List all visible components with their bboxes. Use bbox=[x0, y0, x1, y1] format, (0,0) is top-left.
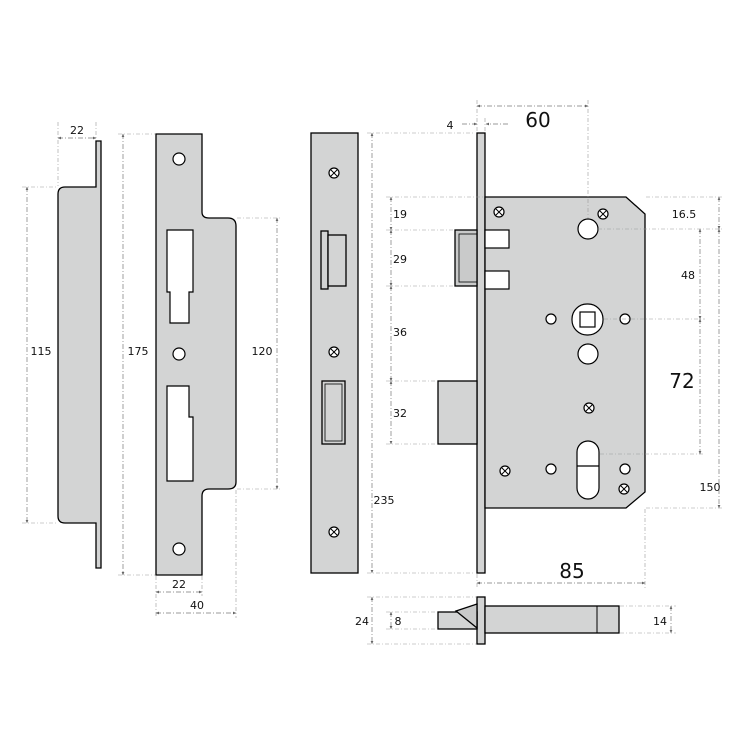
hub-guide-left bbox=[545, 313, 557, 325]
latch-window-top bbox=[484, 229, 510, 249]
case-screw-top-left bbox=[493, 206, 505, 218]
through-hole bbox=[577, 343, 599, 365]
upper-slot bbox=[166, 229, 194, 324]
strike-body bbox=[57, 140, 102, 569]
screw-hole-top bbox=[172, 152, 186, 166]
dim-label-latch-to-bolt: 36 bbox=[393, 326, 407, 339]
lock-top-view bbox=[437, 596, 620, 645]
cylinder-cutout bbox=[576, 440, 600, 500]
cylinder-guide-left bbox=[545, 463, 557, 475]
dim-label-strike-height: 115 bbox=[31, 345, 52, 358]
lock-forend-front-view bbox=[310, 132, 359, 574]
case-screw-bottom-left bbox=[499, 465, 511, 477]
dim-label-forend-height: 235 bbox=[374, 494, 395, 507]
latch-opening bbox=[327, 234, 347, 287]
latch-window-bottom bbox=[484, 270, 510, 290]
lock-case-side-view bbox=[437, 132, 646, 574]
screw-hole-middle bbox=[172, 347, 186, 361]
dimension-faceplate-height: 175 bbox=[118, 133, 155, 576]
forend-screw-top bbox=[328, 167, 340, 179]
dim-label-case-depth: 85 bbox=[559, 559, 584, 583]
faceplate-front-view bbox=[155, 133, 237, 576]
lower-slot bbox=[166, 385, 194, 482]
strike-plate-side-view bbox=[57, 140, 102, 569]
dim-label-follower-offset: 48 bbox=[681, 269, 695, 282]
dimension-case-depth: 85 bbox=[476, 509, 646, 588]
dimension-left-stack: 19 29 36 32 bbox=[386, 196, 484, 445]
dimension-forend-thickness: 4 bbox=[447, 118, 508, 132]
dimension-top-view: 24 8 14 bbox=[355, 596, 676, 645]
dim-label-faceplate-slot-span: 120 bbox=[252, 345, 273, 358]
screw-hole-bottom bbox=[172, 542, 186, 556]
lock-case bbox=[484, 196, 646, 509]
latch-bolt bbox=[454, 229, 478, 287]
top-case bbox=[484, 605, 620, 634]
dimension-faceplate-slot-span: 120 bbox=[237, 217, 282, 490]
case-screw-bottom-right bbox=[618, 483, 630, 495]
dim-label-latch-height: 29 bbox=[393, 253, 407, 266]
case-screw-top-right bbox=[597, 208, 609, 220]
dimension-strike-depth: 22 bbox=[57, 122, 97, 186]
faceplate-body bbox=[155, 133, 237, 576]
dim-label-faceplate-width: 22 bbox=[172, 578, 186, 591]
cylinder-guide-right bbox=[619, 463, 631, 475]
dim-label-case-height: 150 bbox=[700, 481, 721, 494]
dimension-right-stack: 16.5 48 72 150 bbox=[598, 196, 724, 509]
follower-screw-hole bbox=[577, 218, 599, 240]
dim-label-forend-width: 14 bbox=[653, 615, 667, 628]
case-screw-middle bbox=[583, 402, 595, 414]
dim-label-bolt-height: 32 bbox=[393, 407, 407, 420]
top-forend bbox=[476, 596, 486, 645]
dim-label-top-to-latch: 19 bbox=[393, 208, 407, 221]
forend-side bbox=[476, 132, 486, 574]
top-latch-bevel bbox=[454, 603, 478, 630]
dim-label-strike-depth: 22 bbox=[70, 124, 84, 137]
dimension-strike-height: 115 bbox=[22, 186, 57, 524]
dimension-faceplate-width: 22 40 bbox=[155, 490, 237, 618]
dim-label-backset: 60 bbox=[525, 108, 550, 132]
spindle-square bbox=[579, 311, 596, 328]
bolt-opening bbox=[321, 380, 346, 445]
dim-label-faceplate-height: 175 bbox=[128, 345, 149, 358]
dim-label-top-corner: 16.5 bbox=[672, 208, 697, 221]
dimension-forend-height: 235 bbox=[367, 132, 474, 574]
forend-screw-bottom bbox=[328, 526, 340, 538]
dim-label-bolt-thickness: 8 bbox=[395, 615, 402, 628]
dim-label-bolt-throw: 24 bbox=[355, 615, 369, 628]
dim-label-faceplate-total-width: 40 bbox=[190, 599, 204, 612]
dim-label-forend-thickness: 4 bbox=[447, 119, 454, 132]
dimension-backset: 60 bbox=[476, 100, 589, 218]
forend-screw-middle bbox=[328, 346, 340, 358]
latch-opening-edge bbox=[320, 230, 329, 290]
dead-bolt bbox=[437, 380, 478, 445]
dim-label-centre-distance: 72 bbox=[669, 369, 694, 393]
